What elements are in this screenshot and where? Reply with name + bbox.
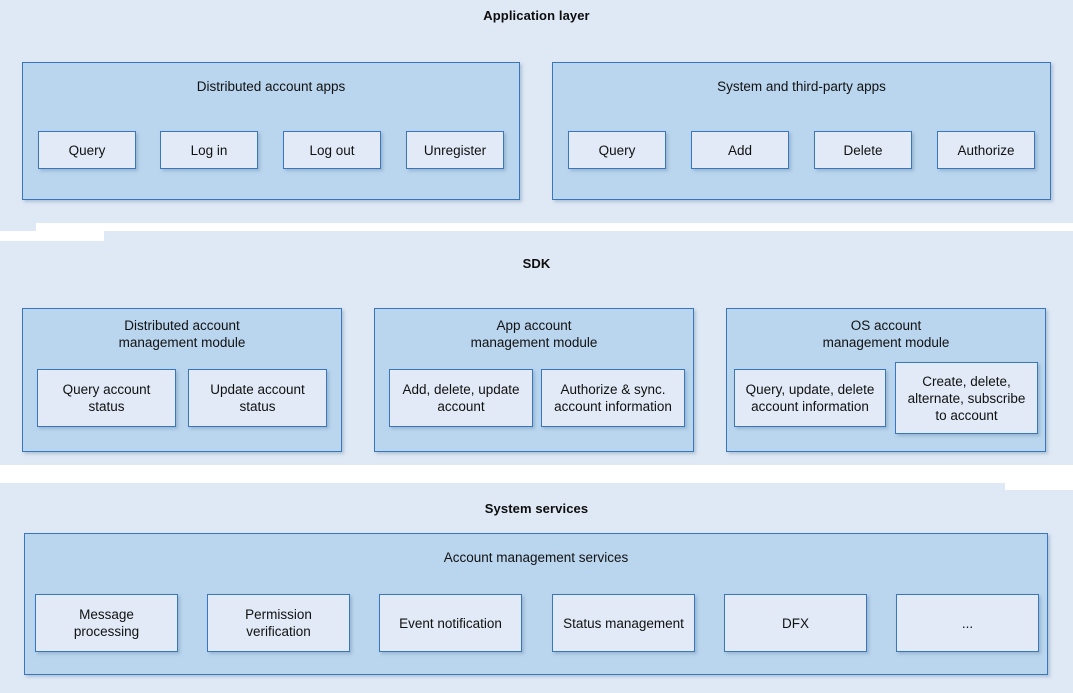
sysapp-item-query[interactable]: Query (568, 131, 666, 169)
module-title-distributed-account-management: Distributed account management module (118, 318, 246, 350)
module-title-app-account-management: App account management module (470, 318, 598, 350)
system-services-band-head (0, 483, 1005, 490)
application-layer-band-tail (0, 223, 36, 231)
service-item-event-notification[interactable]: Event notification (379, 594, 522, 652)
service-item-status-management[interactable]: Status management (552, 594, 695, 652)
module-title-os-account-management: OS account management module (822, 318, 950, 350)
group-title-system-third-party-apps: System and third-party apps (717, 79, 886, 94)
service-item-dfx[interactable]: DFX (724, 594, 867, 652)
group-title-distributed-account-apps: Distributed account apps (196, 79, 346, 94)
sdk-item-query-account-status[interactable]: Query account status (37, 369, 176, 427)
sdk-item-authorize-sync-account-information[interactable]: Authorize & sync. account information (541, 369, 685, 427)
sysapp-item-add[interactable]: Add (691, 131, 789, 169)
app-item-log-out[interactable]: Log out (283, 131, 381, 169)
app-item-unregister[interactable]: Unregister (406, 131, 504, 169)
sysapp-item-authorize[interactable]: Authorize (937, 131, 1035, 169)
sysapp-item-delete[interactable]: Delete (814, 131, 912, 169)
group-title-account-management-services: Account management services (443, 550, 629, 565)
service-item-permission-verification[interactable]: Permission verification (207, 594, 350, 652)
service-item-message-processing[interactable]: Message processing (35, 594, 178, 652)
application-layer-title: Application layer (483, 8, 590, 23)
system-services-layer-title: System services (484, 501, 589, 516)
app-item-log-in[interactable]: Log in (160, 131, 258, 169)
sdk-band-head (104, 231, 1073, 241)
sdk-item-add-delete-update-account[interactable]: Add, delete, update account (389, 369, 533, 427)
sdk-item-update-account-status[interactable]: Update account status (188, 369, 327, 427)
sdk-layer-title: SDK (522, 256, 551, 271)
app-item-query[interactable]: Query (38, 131, 136, 169)
group-account-management-services: Account management services (24, 533, 1048, 675)
sdk-item-create-delete-alternate-subscribe-to-account[interactable]: Create, delete, alternate, subscribe to … (895, 362, 1038, 434)
sdk-item-query-update-delete-account-information[interactable]: Query, update, delete account informatio… (734, 369, 886, 427)
service-item-ellipsis[interactable]: ... (896, 594, 1039, 652)
